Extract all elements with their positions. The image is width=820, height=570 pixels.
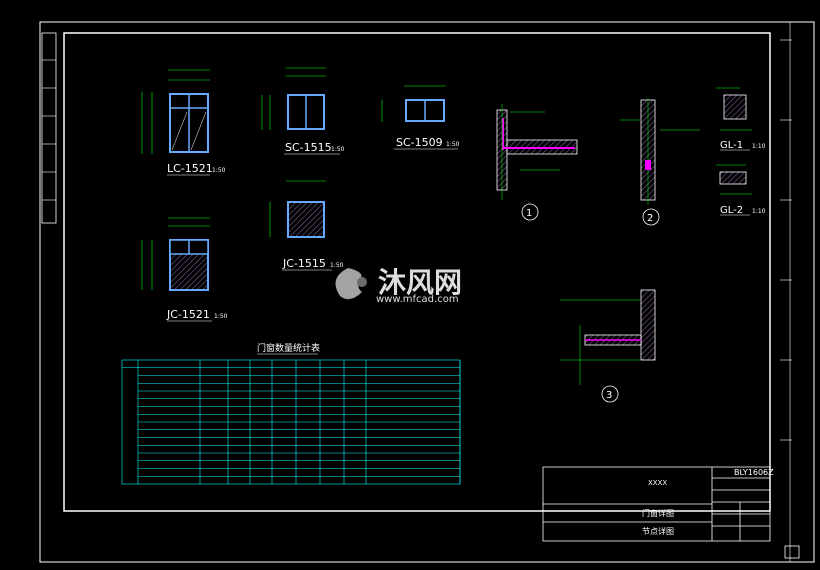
inner-frame	[63, 32, 771, 512]
detail-3	[560, 289, 656, 403]
label-sc1509: SC-1509	[396, 136, 443, 149]
scale-jc1515: 1:50	[330, 262, 344, 269]
window-jc1521	[141, 217, 212, 322]
detail-2-number: 2	[647, 213, 653, 224]
outer-frame	[39, 21, 815, 563]
label-sc1515: SC-1515	[285, 141, 332, 154]
lintel-gl1	[716, 87, 752, 151]
schedule-title: 门窗数量统计表	[257, 342, 320, 354]
scale-lc1521: 1:50	[212, 167, 226, 174]
titleblock-sheet-name-2: 节点详图	[642, 526, 674, 536]
window-sc1515	[261, 67, 340, 155]
scale-gl1: 1:10	[752, 143, 766, 150]
binding-strip	[41, 32, 57, 224]
detail-1	[496, 104, 578, 221]
scale-gl2: 1:10	[752, 208, 766, 215]
title-block	[542, 466, 771, 542]
window-sc1509	[381, 85, 458, 150]
titleblock-project: XXXX	[648, 479, 667, 487]
schedule-table	[121, 359, 461, 485]
titleblock-drawing-no: BLY1606Z	[734, 468, 774, 477]
detail-2	[620, 98, 700, 226]
scroll-corner	[784, 545, 800, 559]
detail-3-number: 3	[606, 390, 612, 401]
window-lc1521	[141, 69, 210, 176]
label-jc1515: JC-1515	[282, 257, 326, 270]
scale-sc1509: 1:50	[446, 141, 460, 148]
watermark-logo	[335, 268, 367, 300]
label-gl1: GL-1	[720, 140, 743, 151]
label-jc1521: JC-1521	[166, 308, 210, 321]
watermark-brand: 沐风网	[378, 266, 462, 299]
watermark-url: www.mfcad.com	[376, 294, 459, 305]
scale-sc1515: 1:50	[331, 146, 345, 153]
window-jc1515	[269, 180, 332, 271]
label-lc1521: LC-1521	[167, 162, 213, 175]
label-gl2: GL-2	[720, 205, 743, 216]
scale-jc1521: 1:50	[214, 313, 228, 320]
lintel-gl2	[716, 164, 752, 216]
titleblock-sheet-name-1: 门窗详图	[642, 508, 674, 518]
detail-1-number: 1	[526, 208, 532, 219]
